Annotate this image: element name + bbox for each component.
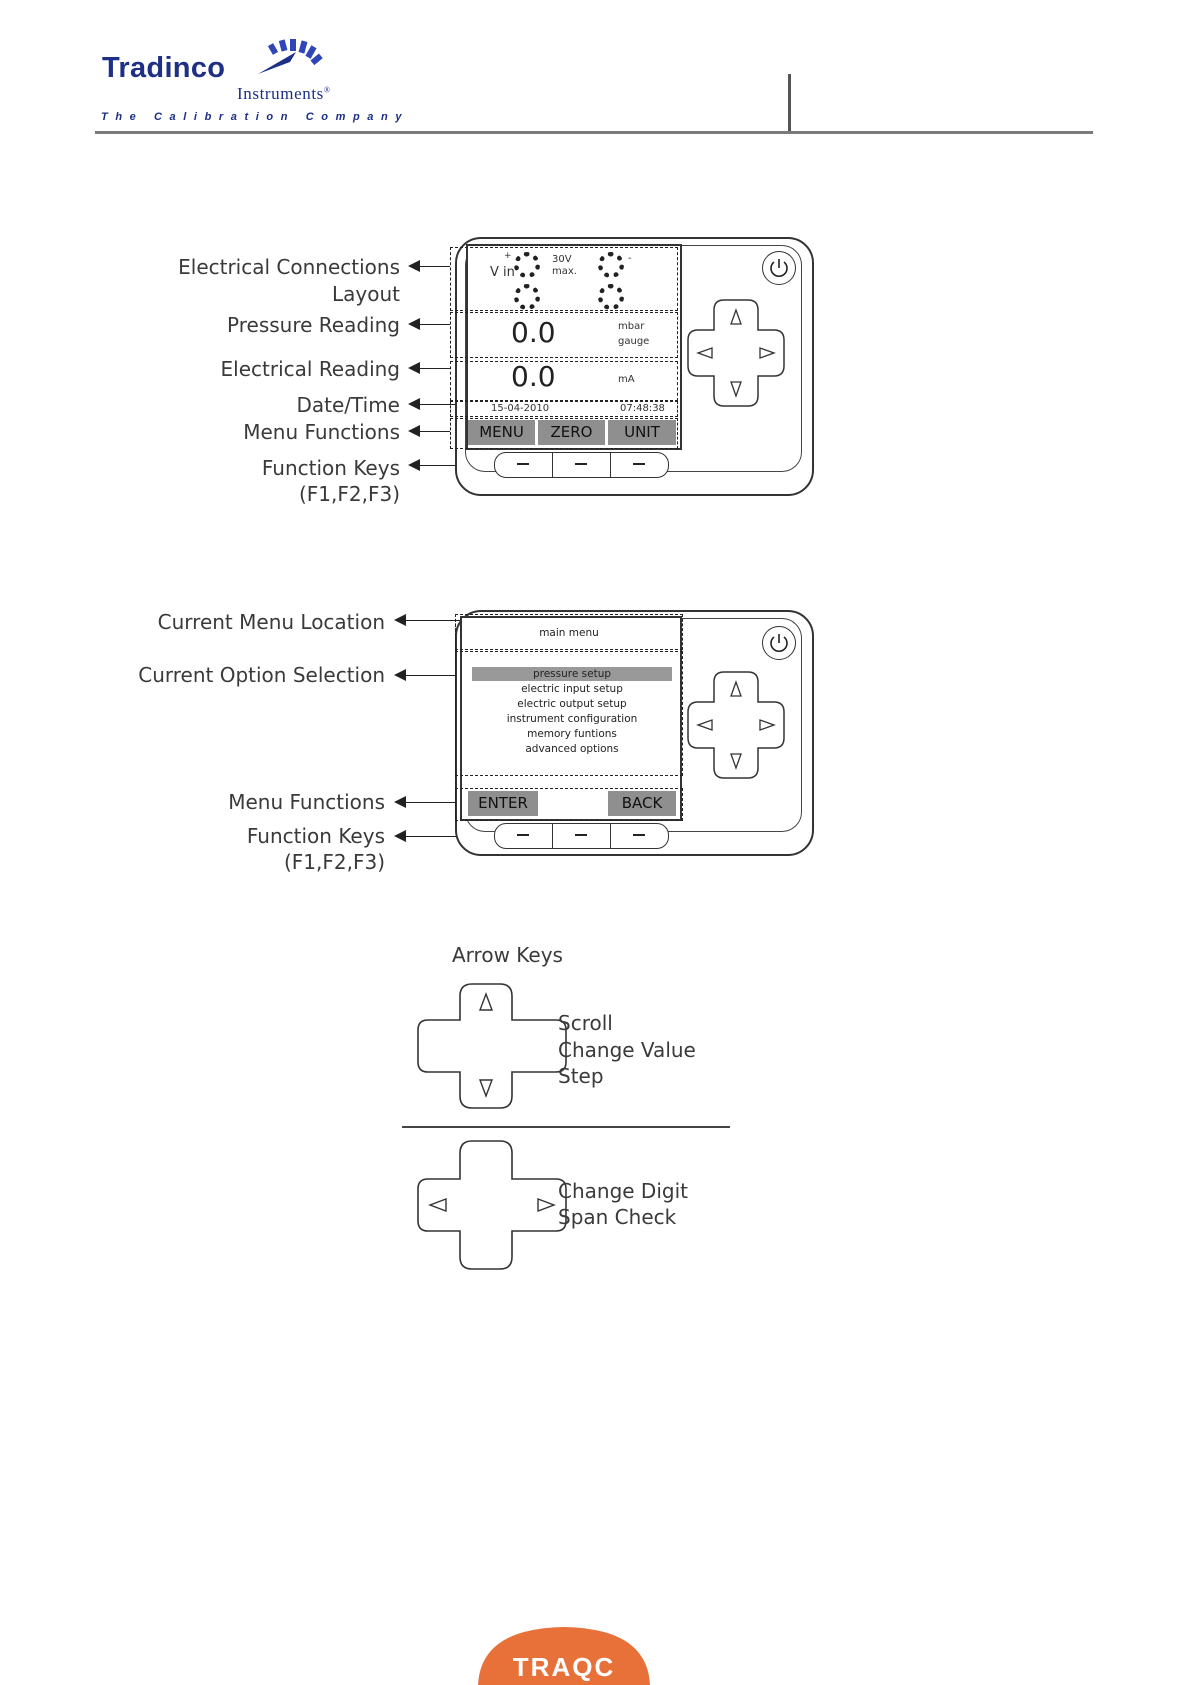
callout-arrow: [408, 398, 480, 410]
connector-icon: [514, 284, 540, 310]
callout-current-option-selection: Current Option Selection: [138, 663, 385, 687]
callout-menu-functions: Menu Functions: [228, 790, 385, 814]
updown-line-change-value: Change Value: [558, 1038, 696, 1062]
connector-vin-plus-icon: [514, 252, 540, 278]
logo-tagline: The Calibration Company: [101, 111, 410, 123]
callout-function-keys: Function Keys: [261, 456, 400, 480]
date-value: 15-04-2010: [491, 403, 550, 414]
function-keys: [494, 452, 669, 478]
connector-icon: [598, 284, 624, 310]
callout-arrow: [408, 260, 450, 272]
menu-item-pressure-setup[interactable]: pressure setup: [472, 667, 672, 681]
pressure-unit: mbar: [618, 321, 645, 332]
arrow-keys-divider: [402, 1126, 730, 1128]
f3-key[interactable]: [633, 834, 645, 836]
f2-key[interactable]: [575, 463, 587, 465]
logo-gauge-icon: [258, 39, 323, 74]
callout-arrow: [408, 318, 450, 330]
menu-item-electric-output-setup[interactable]: electric output setup: [517, 698, 627, 710]
minus-sign: -: [628, 253, 632, 264]
pressure-value: 0.0: [511, 316, 556, 349]
callout-layout: Layout: [332, 282, 400, 306]
connections-region: [450, 247, 678, 311]
leftright-line-span-check: Span Check: [558, 1205, 677, 1229]
voltage-label: 30V: [552, 254, 572, 265]
menu-item-advanced-options[interactable]: advanced options: [525, 743, 619, 755]
power-icon: [770, 259, 788, 277]
power-button[interactable]: [762, 626, 796, 660]
connector-icon: [598, 252, 624, 278]
traqc-badge: TRAQC: [478, 1627, 650, 1685]
traqc-label: TRAQC: [513, 1652, 615, 1682]
leftright-line-change-digit: Change Digit: [558, 1179, 688, 1203]
header-divider: [788, 74, 791, 134]
pressure-region: [450, 312, 678, 358]
arrow-keys-title: Arrow Keys: [452, 943, 563, 967]
f1-key[interactable]: [517, 463, 529, 465]
f3-key[interactable]: [633, 463, 645, 465]
power-icon: [770, 634, 788, 652]
callout-electrical-connections: Electrical Connections: [178, 255, 400, 279]
electrical-value: 0.0: [511, 360, 556, 393]
f1-key[interactable]: [517, 834, 529, 836]
callout-date-time: Date/Time: [296, 393, 401, 417]
voltage-max-label: max.: [552, 266, 577, 277]
updown-line-scroll: Scroll: [558, 1011, 613, 1035]
callout-arrow: [408, 362, 450, 374]
softkey-back[interactable]: BACK: [608, 791, 676, 816]
softkey-enter[interactable]: ENTER: [468, 791, 538, 816]
softkey-zero[interactable]: ZERO: [538, 420, 605, 445]
datetime-region: [450, 401, 678, 417]
callout-menu-functions: Menu Functions: [243, 420, 400, 444]
menu-item-memory-funtions[interactable]: memory funtions: [527, 728, 617, 740]
logo-subtitle: Instruments®: [237, 84, 331, 103]
leftright-keys-icon: [417, 1140, 567, 1270]
logo-wordmark: Tradinco: [102, 52, 226, 84]
pressure-mode: gauge: [618, 336, 650, 347]
menu-item-instrument-configuration[interactable]: instrument configuration: [506, 713, 638, 725]
callout-electrical-reading: Electrical Reading: [220, 357, 400, 381]
dpad-icon[interactable]: [686, 670, 786, 780]
time-value: 07:48:38: [620, 403, 665, 414]
menu-title: main menu: [539, 627, 599, 639]
electrical-unit: mA: [618, 374, 635, 385]
menu-functions-region: [450, 418, 678, 449]
callout-function-keys: Function Keys: [246, 824, 385, 848]
callout-arrow: [394, 669, 506, 681]
dpad-icon[interactable]: [686, 298, 786, 408]
device-screen: [466, 244, 682, 450]
softkey-unit[interactable]: UNIT: [608, 420, 676, 445]
callout-function-keys-sub: (F1,F2,F3): [283, 850, 385, 874]
f2-key[interactable]: [575, 834, 587, 836]
vin-label: V in: [490, 265, 515, 280]
function-keys: [494, 823, 669, 849]
callout-pressure-reading: Pressure Reading: [227, 313, 400, 337]
updown-keys-icon: [417, 983, 567, 1109]
updown-line-step: Step: [558, 1064, 604, 1088]
callout-function-keys-sub: (F1,F2,F3): [298, 482, 400, 506]
electrical-region: [450, 361, 678, 401]
callout-arrow: [408, 425, 450, 437]
power-button[interactable]: [762, 251, 796, 285]
callout-current-menu-location: Current Menu Location: [157, 610, 385, 634]
plus-sign: +: [504, 251, 512, 261]
header-rule: [95, 131, 1093, 134]
callout-arrow: [394, 614, 516, 626]
menu-item-electric-input-setup[interactable]: electric input setup: [521, 683, 623, 695]
softkey-menu[interactable]: MENU: [468, 420, 535, 445]
